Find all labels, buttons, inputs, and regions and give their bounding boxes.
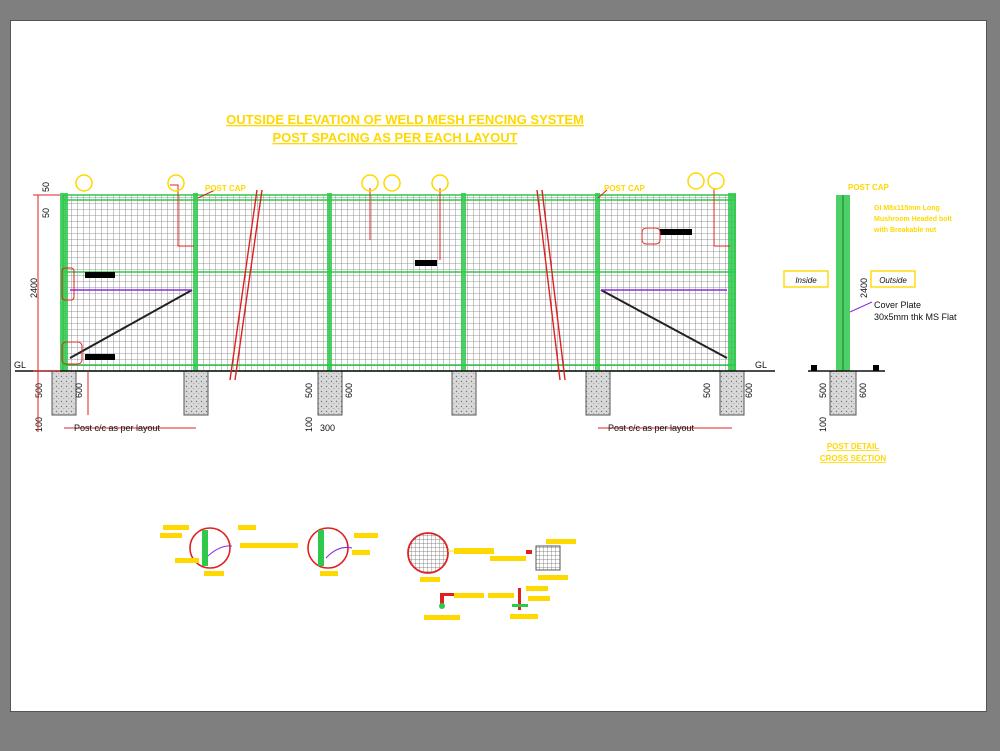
footing-5 [585, 370, 611, 416]
ref-circle-4 [383, 174, 401, 192]
callout-box-left [61, 267, 75, 301]
bolt-note-2: Mushroom Headed bolt [874, 216, 952, 223]
dim-100-a: 100 [34, 417, 44, 432]
ref-circle-3 [361, 174, 379, 192]
post-right [728, 193, 736, 415]
ref-circle-1 [75, 174, 93, 192]
inside-label: Inside [795, 276, 817, 285]
section-footing [829, 370, 857, 416]
detail-bubble-2 [268, 527, 378, 576]
dim-500-c: 500 [702, 383, 712, 398]
leader-4 [713, 188, 730, 247]
tag-bar-1 [85, 272, 115, 278]
post-cap-label-3: POST CAP [848, 183, 890, 192]
post-left [60, 193, 68, 415]
title-line-1: OUTSIDE ELEVATION OF WELD MESH FENCING S… [226, 112, 584, 127]
footing-2 [183, 370, 209, 416]
outside-label: Outside [879, 276, 907, 285]
dim-100-c: 100 [818, 417, 828, 432]
post-5 [595, 193, 600, 415]
dim-50-left: 50 [41, 208, 51, 218]
inside-box [783, 270, 829, 288]
tag-bar-2 [85, 354, 115, 360]
callout-box-right [641, 227, 661, 245]
tag-bar-4 [660, 229, 692, 235]
leader-1 [170, 184, 194, 247]
section-marker-right [873, 365, 879, 371]
dim-600-b: 600 [344, 383, 354, 398]
post-2 [193, 193, 198, 373]
tag-bar-3 [415, 260, 437, 266]
dim-100-b: 100 [304, 417, 314, 432]
break-line-right [536, 189, 566, 381]
dim-600-a: 600 [74, 383, 84, 398]
post-3 [327, 193, 332, 415]
gl-right: GL [755, 360, 767, 370]
bracket-detail-1 [424, 593, 514, 620]
brace-right [600, 289, 728, 359]
brace-left [69, 289, 193, 359]
dim-2400-right: 2400 [859, 278, 869, 298]
ref-circle-5 [431, 174, 449, 192]
footing-6 [719, 370, 745, 416]
title-line-2: POST SPACING AS PER EACH LAYOUT [272, 130, 517, 145]
gl-left: GL [14, 360, 26, 370]
post-detail-2: CROSS SECTION [820, 454, 886, 463]
cap-leaders [197, 189, 608, 199]
dim-50-top: 50 [41, 182, 51, 192]
ref-circle-6 [687, 172, 705, 190]
dim-500-b: 500 [304, 383, 314, 398]
post-detail-1: POST DETAIL [827, 442, 879, 451]
break-line-left [229, 189, 263, 381]
post-cc-right: Post c/c as per layout [608, 423, 695, 433]
footing-3 [317, 370, 343, 416]
post-4 [461, 193, 466, 373]
bracket-detail-2 [510, 586, 550, 619]
dim-2400: 2400 [29, 278, 39, 298]
ref-circle-7 [707, 172, 725, 190]
dim-600-d: 600 [858, 383, 868, 398]
cover-plate-2: 30x5mm thk MS Flat [874, 312, 957, 322]
dim-500-d: 500 [818, 383, 828, 398]
footing-1 [51, 370, 77, 416]
mesh-sample-detail [490, 539, 576, 580]
outside-box [870, 270, 916, 288]
callout-box-bottom [61, 341, 83, 365]
dim-600-c: 600 [744, 383, 754, 398]
cover-plate-1: Cover Plate [874, 300, 921, 310]
dim-500-a: 500 [34, 383, 44, 398]
post-cap-label-2: POST CAP [604, 184, 646, 193]
bolt-note-1: GI M8x115mm Long [874, 205, 940, 212]
post-cc-left: Post c/c as per layout [74, 423, 161, 433]
bolt-note-3: with Breakable nut [873, 227, 937, 234]
post-cap-label-1: POST CAP [205, 184, 247, 193]
footing-4 [451, 370, 477, 416]
mesh-panel [63, 195, 735, 371]
dim-300: 300 [320, 423, 335, 433]
ref-circle-2 [167, 174, 185, 192]
detail-bubble-1 [160, 525, 270, 576]
detail-bubble-3 [407, 532, 494, 582]
cover-plate-leader [849, 301, 873, 313]
section-marker-left [811, 365, 817, 371]
